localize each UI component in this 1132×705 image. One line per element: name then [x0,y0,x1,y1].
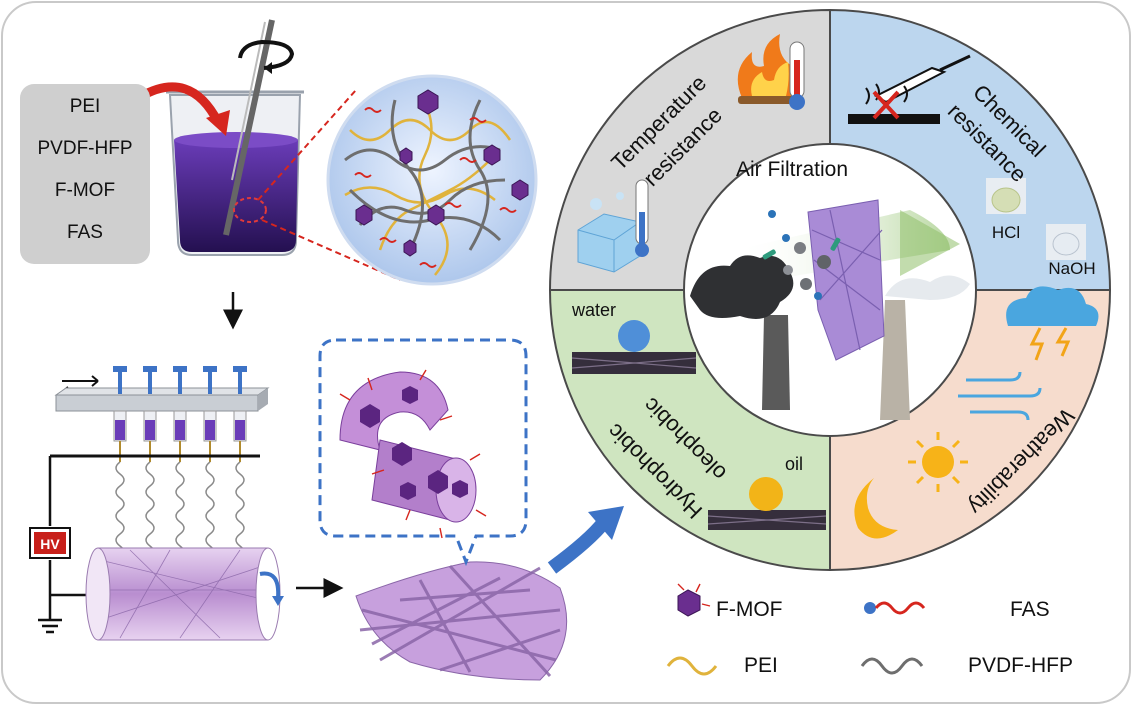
pour-arrow [137,82,222,125]
moon-icon [854,478,898,539]
ingredient-pei: PEI [69,96,101,117]
legend-fmof-label: F-MOF [716,598,782,621]
fire-icon [737,34,799,104]
stir-rod [223,19,275,236]
ingredients-box: PEI PVDF-HFP F-MOF FAS [20,84,150,264]
sun-icon [908,432,968,492]
air-filtration-illustration [690,199,970,420]
center-title: Air Filtration [736,158,848,181]
storm-cloud-icon [1006,286,1099,361]
naoh-droplet-icon [1046,224,1086,260]
legend-fmof-icon [677,583,711,617]
legend-pei-icon [666,656,718,676]
oil-droplet-icon [707,477,827,530]
legend-fas-icon [864,601,926,615]
zoom-spot [233,197,267,223]
hcl-label: HCl [992,223,1020,242]
thermometer-cold-icon [635,179,649,257]
ingredient-fas: FAS [67,222,103,243]
naoh-label: NaOH [1048,259,1095,278]
legend-pvdf-label: PVDF-HFP [968,654,1073,677]
oil-label: oil [785,454,803,474]
wind-icon [958,371,1042,421]
polymer-network-zoom [326,74,538,286]
dropper-icon [848,54,971,124]
legend-pei-label: PEI [744,654,778,677]
rotation-arrow-icon [238,39,295,70]
hcl-droplet-icon [986,178,1026,214]
ingredient-fmof: F-MOF [54,180,116,201]
ingredient-pvdf-hfp: PVDF-HFP [37,138,133,159]
nanofiber-membrane [355,561,568,681]
hv-label: HV [40,536,60,552]
water-label: water [571,300,616,320]
thermometer-hot-icon [789,41,805,110]
legend-fas-label: FAS [1010,598,1050,621]
legend-pvdf-icon [860,657,924,675]
fiber-detail-callout [318,338,528,567]
zoom-line-top [257,89,357,201]
beaker-with-solution [166,19,304,256]
water-droplet-icon [571,320,697,374]
electrospinning-setup [29,366,284,641]
